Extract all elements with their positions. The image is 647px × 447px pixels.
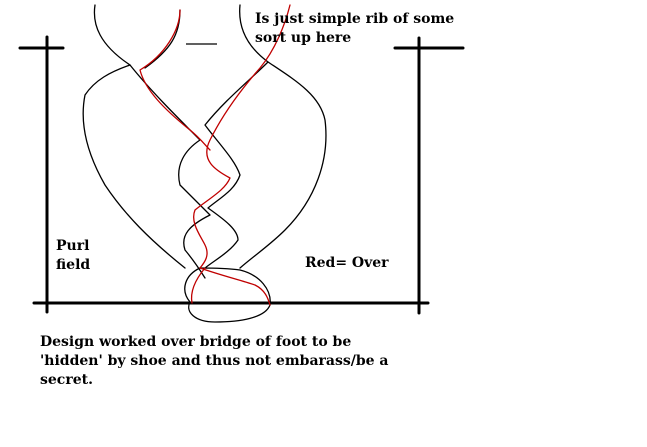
cable-strands — [82, 4, 327, 323]
caption: Design worked over bridge of foot to be … — [40, 334, 389, 388]
red-strand-bottom-left — [190, 267, 206, 304]
red-strand-left-top — [139, 9, 211, 151]
bottom-knot — [184, 267, 271, 323]
purl-field-label: Purl field — [56, 237, 90, 275]
red-strand-bottom — [199, 267, 271, 306]
strand-upper-cross — [144, 9, 181, 69]
strand-left-top — [82, 4, 186, 269]
strand-left-inner — [129, 64, 211, 279]
purl-field-line2: field — [56, 257, 91, 273]
strand-right-top — [239, 4, 327, 269]
strand-right-inner — [204, 61, 269, 269]
legend-label: Red= Over — [305, 255, 389, 271]
top-note: Is just simple rib of some sort up here — [255, 11, 455, 46]
red-strand-main — [193, 4, 291, 269]
over-strand — [139, 4, 291, 306]
purl-field-line1: Purl — [56, 238, 90, 254]
